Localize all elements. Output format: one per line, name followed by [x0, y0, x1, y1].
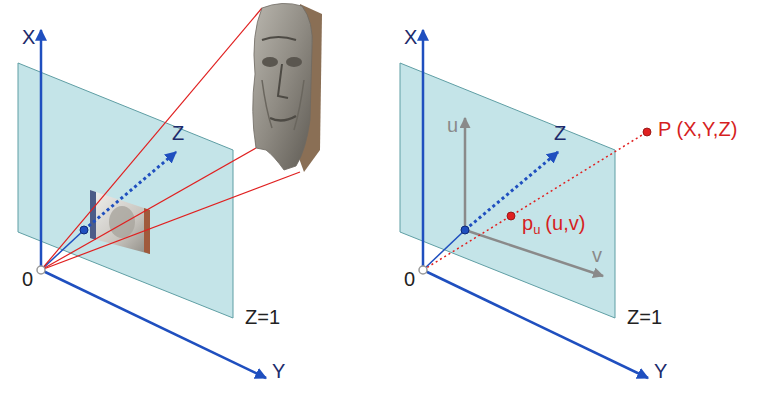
axis-name: Y — [272, 360, 285, 383]
u-axis — [464, 118, 467, 230]
y-axis — [41, 270, 266, 378]
focal-segment — [41, 230, 84, 270]
plane-label: Z=1 — [245, 306, 280, 329]
axis-name: u — [447, 114, 458, 137]
x-axis — [40, 30, 43, 270]
principal-point — [461, 226, 469, 234]
axis-name: Z — [172, 122, 184, 145]
projection-ray — [423, 132, 647, 270]
face-sculpture — [253, 3, 322, 172]
axis-name: Z — [554, 122, 566, 145]
projected-photo — [90, 190, 150, 254]
origin-label: 0 — [404, 268, 415, 291]
x-axis — [422, 30, 425, 270]
world-point — [643, 128, 651, 136]
view-ray — [41, 8, 262, 270]
z-axis — [465, 152, 558, 230]
point-label: p — [522, 212, 533, 235]
axis-name: X — [404, 26, 417, 49]
view-ray — [41, 172, 300, 270]
point-label: P (X,Y,Z) — [658, 118, 737, 141]
plane-label: Z=1 — [627, 306, 662, 329]
origin-point — [419, 266, 427, 274]
image-plane — [18, 63, 233, 318]
principal-point — [80, 226, 88, 234]
image-point — [507, 212, 515, 220]
axis-name: X — [22, 26, 35, 49]
point-subscript: u — [533, 222, 540, 237]
y-axis — [423, 270, 648, 378]
origin-label: 0 — [22, 268, 33, 291]
axis-name: v — [592, 244, 602, 267]
focal-segment — [423, 230, 465, 270]
point-coordinates: (u,v) — [545, 212, 585, 235]
axis-name: Y — [654, 360, 667, 383]
origin-point — [37, 266, 45, 274]
image-plane — [400, 63, 615, 318]
view-ray — [41, 148, 256, 270]
